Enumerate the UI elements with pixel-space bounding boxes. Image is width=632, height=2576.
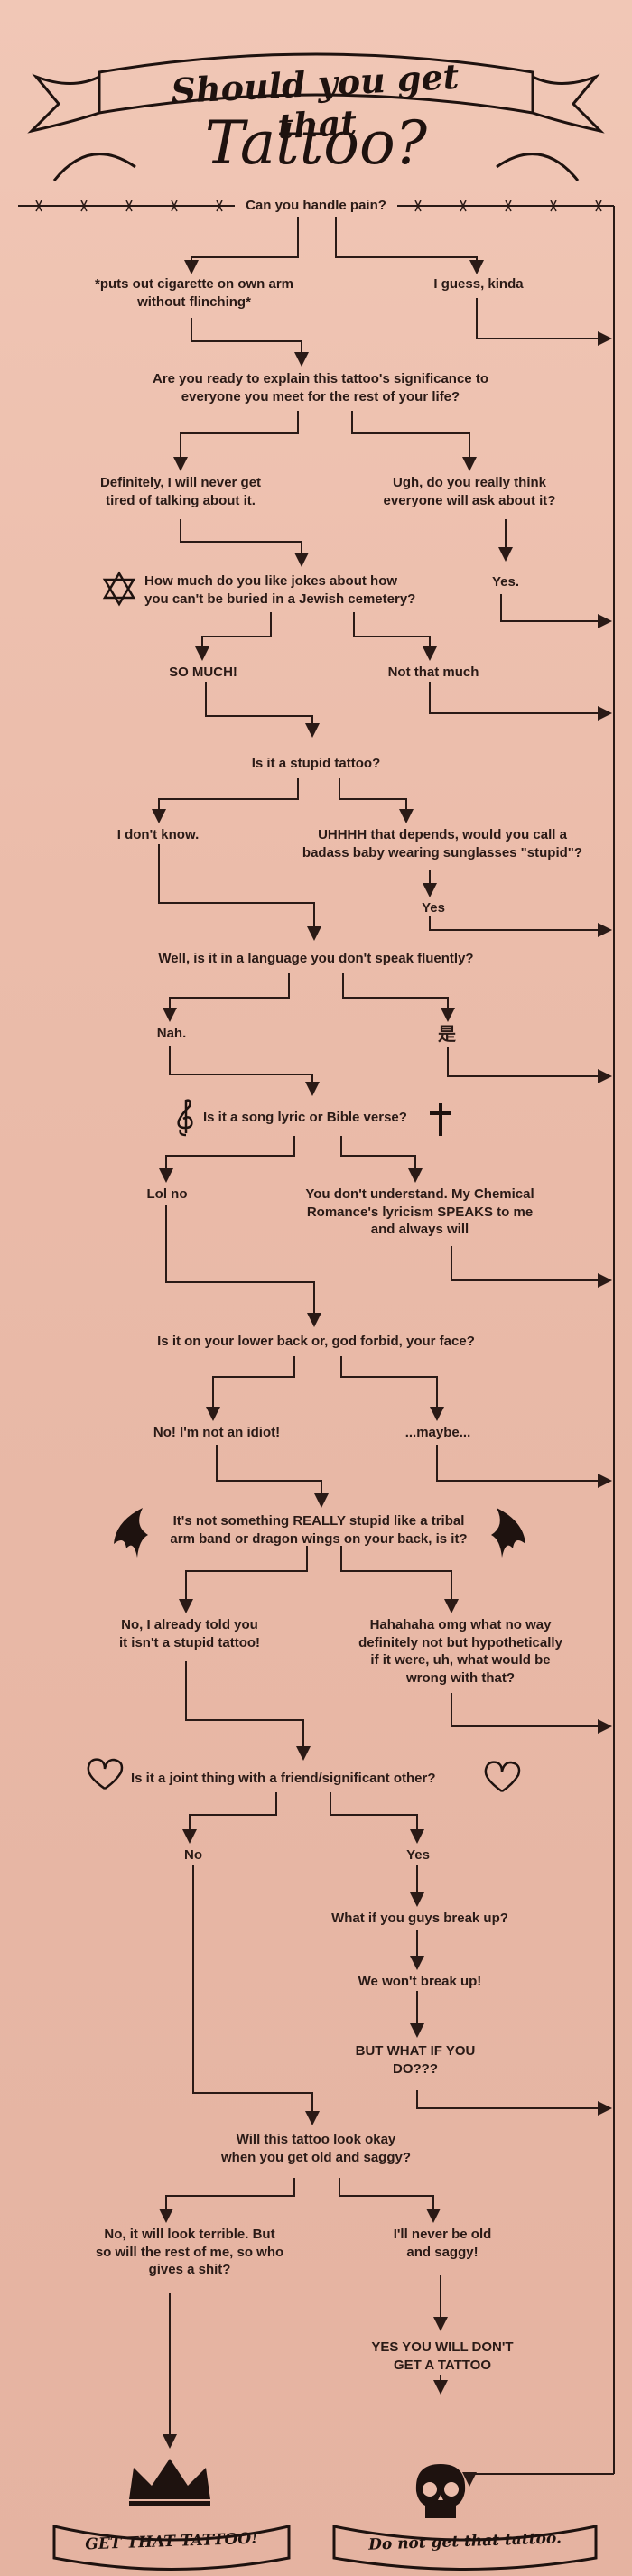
question-joint: Is it a joint thing with a friend/signif… (131, 1771, 436, 1786)
question-language: Well, is it in a language you don't spea… (158, 951, 474, 966)
heart-icon (87, 1758, 124, 1790)
question-jokes: How much do you like jokes about how you… (144, 573, 416, 607)
answer-yes-3: Yes (406, 1847, 430, 1863)
answer-already: No, I already told you it isn't a stupid… (118, 1617, 261, 1651)
treble-clef-icon (177, 1099, 193, 1137)
answer-cigarette: *puts out cigarette on own arm without f… (94, 276, 294, 310)
answer-what-if: BUT WHAT IF YOU DO??? (355, 2043, 476, 2077)
answer-yes-2: Yes (422, 900, 445, 916)
answer-maybe: ...maybe... (404, 1425, 471, 1440)
answer-not-much: Not that much (387, 665, 479, 680)
question-breakup: What if you guys break up? (331, 1911, 508, 1926)
star-of-david-icon (102, 571, 136, 607)
question-explain: Are you ready to explain this tattoo's s… (153, 371, 488, 405)
answer-no: No (184, 1847, 202, 1863)
cross-icon (430, 1103, 451, 1136)
dragon-icon (491, 1508, 525, 1558)
crown-icon (129, 2459, 210, 2506)
question-old: Will this tattoo look okay when you get … (220, 2132, 411, 2165)
question-tribal: It's not something REALLY stupid like a … (170, 1513, 468, 1547)
question-lower-back: Is it on your lower back or, god forbid,… (157, 1334, 475, 1349)
answer-yes-1: Yes. (491, 574, 520, 590)
answer-never-old: I'll never be old and saggy! (393, 2227, 492, 2260)
answer-mcr: You don't understand. My Chemical Romanc… (305, 1186, 534, 1237)
answer-dont-know: I don't know. (116, 827, 200, 842)
question-lyric: Is it a song lyric or Bible verse? (203, 1110, 407, 1125)
answer-nah: Nah. (156, 1026, 187, 1041)
question-pain: Can you handle pain? (246, 198, 386, 213)
dragon-icon (114, 1508, 148, 1558)
answer-definitely: Definitely, I will never get tired of ta… (99, 475, 262, 508)
answer-uhhhh: UHHHH that depends, would you call a bad… (302, 827, 583, 860)
answer-kinda: I guess, kinda (433, 276, 524, 292)
answer-not-idiot: No! I'm not an idiot! (153, 1425, 281, 1440)
answer-terrible: No, it will look terrible. But so will t… (95, 2227, 284, 2277)
answer-you-will: YES YOU WILL DON'T GET A TATTOO (371, 2339, 514, 2373)
answer-ugh: Ugh, do you really think everyone will a… (383, 475, 556, 508)
question-stupid: Is it a stupid tattoo? (251, 756, 381, 771)
heart-icon (484, 1761, 521, 1793)
right-ending-banner-icon (332, 2525, 598, 2571)
answer-so-much: SO MUCH! (169, 665, 237, 680)
answer-lol-no: Lol no (146, 1186, 188, 1202)
title-line-2: Tattoo? (204, 108, 428, 178)
left-ending-banner-icon (52, 2525, 291, 2571)
answer-hahaha: Hahahaha omg what no way definitely not … (358, 1617, 562, 1686)
answer-kanji: 是 (438, 1025, 456, 1045)
scroll-banner-icon (27, 52, 605, 181)
answer-we-wont: We won't break up! (358, 1974, 482, 1989)
skull-icon (415, 2464, 466, 2518)
